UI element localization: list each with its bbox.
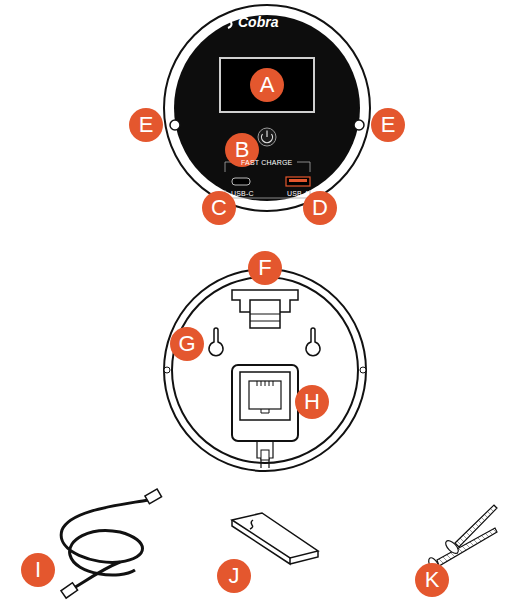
port-label: USB-C: [231, 190, 254, 197]
callout-letter: K: [415, 563, 449, 597]
callout-letter: D: [303, 191, 337, 225]
callout-letter: C: [202, 191, 236, 225]
callout-letter: E: [129, 108, 163, 142]
callout-letter: I: [21, 553, 55, 587]
port-label: FAST CHARGE: [241, 159, 292, 166]
back-view: [164, 269, 366, 471]
callout-letter: A: [250, 68, 284, 102]
callout-letter: J: [217, 559, 251, 593]
brand-logo: Cobra: [238, 15, 278, 29]
callout-letter: E: [371, 108, 405, 142]
cable: [61, 489, 162, 598]
callout-letter: H: [295, 385, 329, 419]
callout-letter: G: [170, 327, 204, 361]
bracket: [232, 513, 318, 564]
port-label: USB-A: [287, 190, 309, 197]
callout-letter: F: [248, 251, 282, 285]
front-view: [164, 5, 370, 211]
